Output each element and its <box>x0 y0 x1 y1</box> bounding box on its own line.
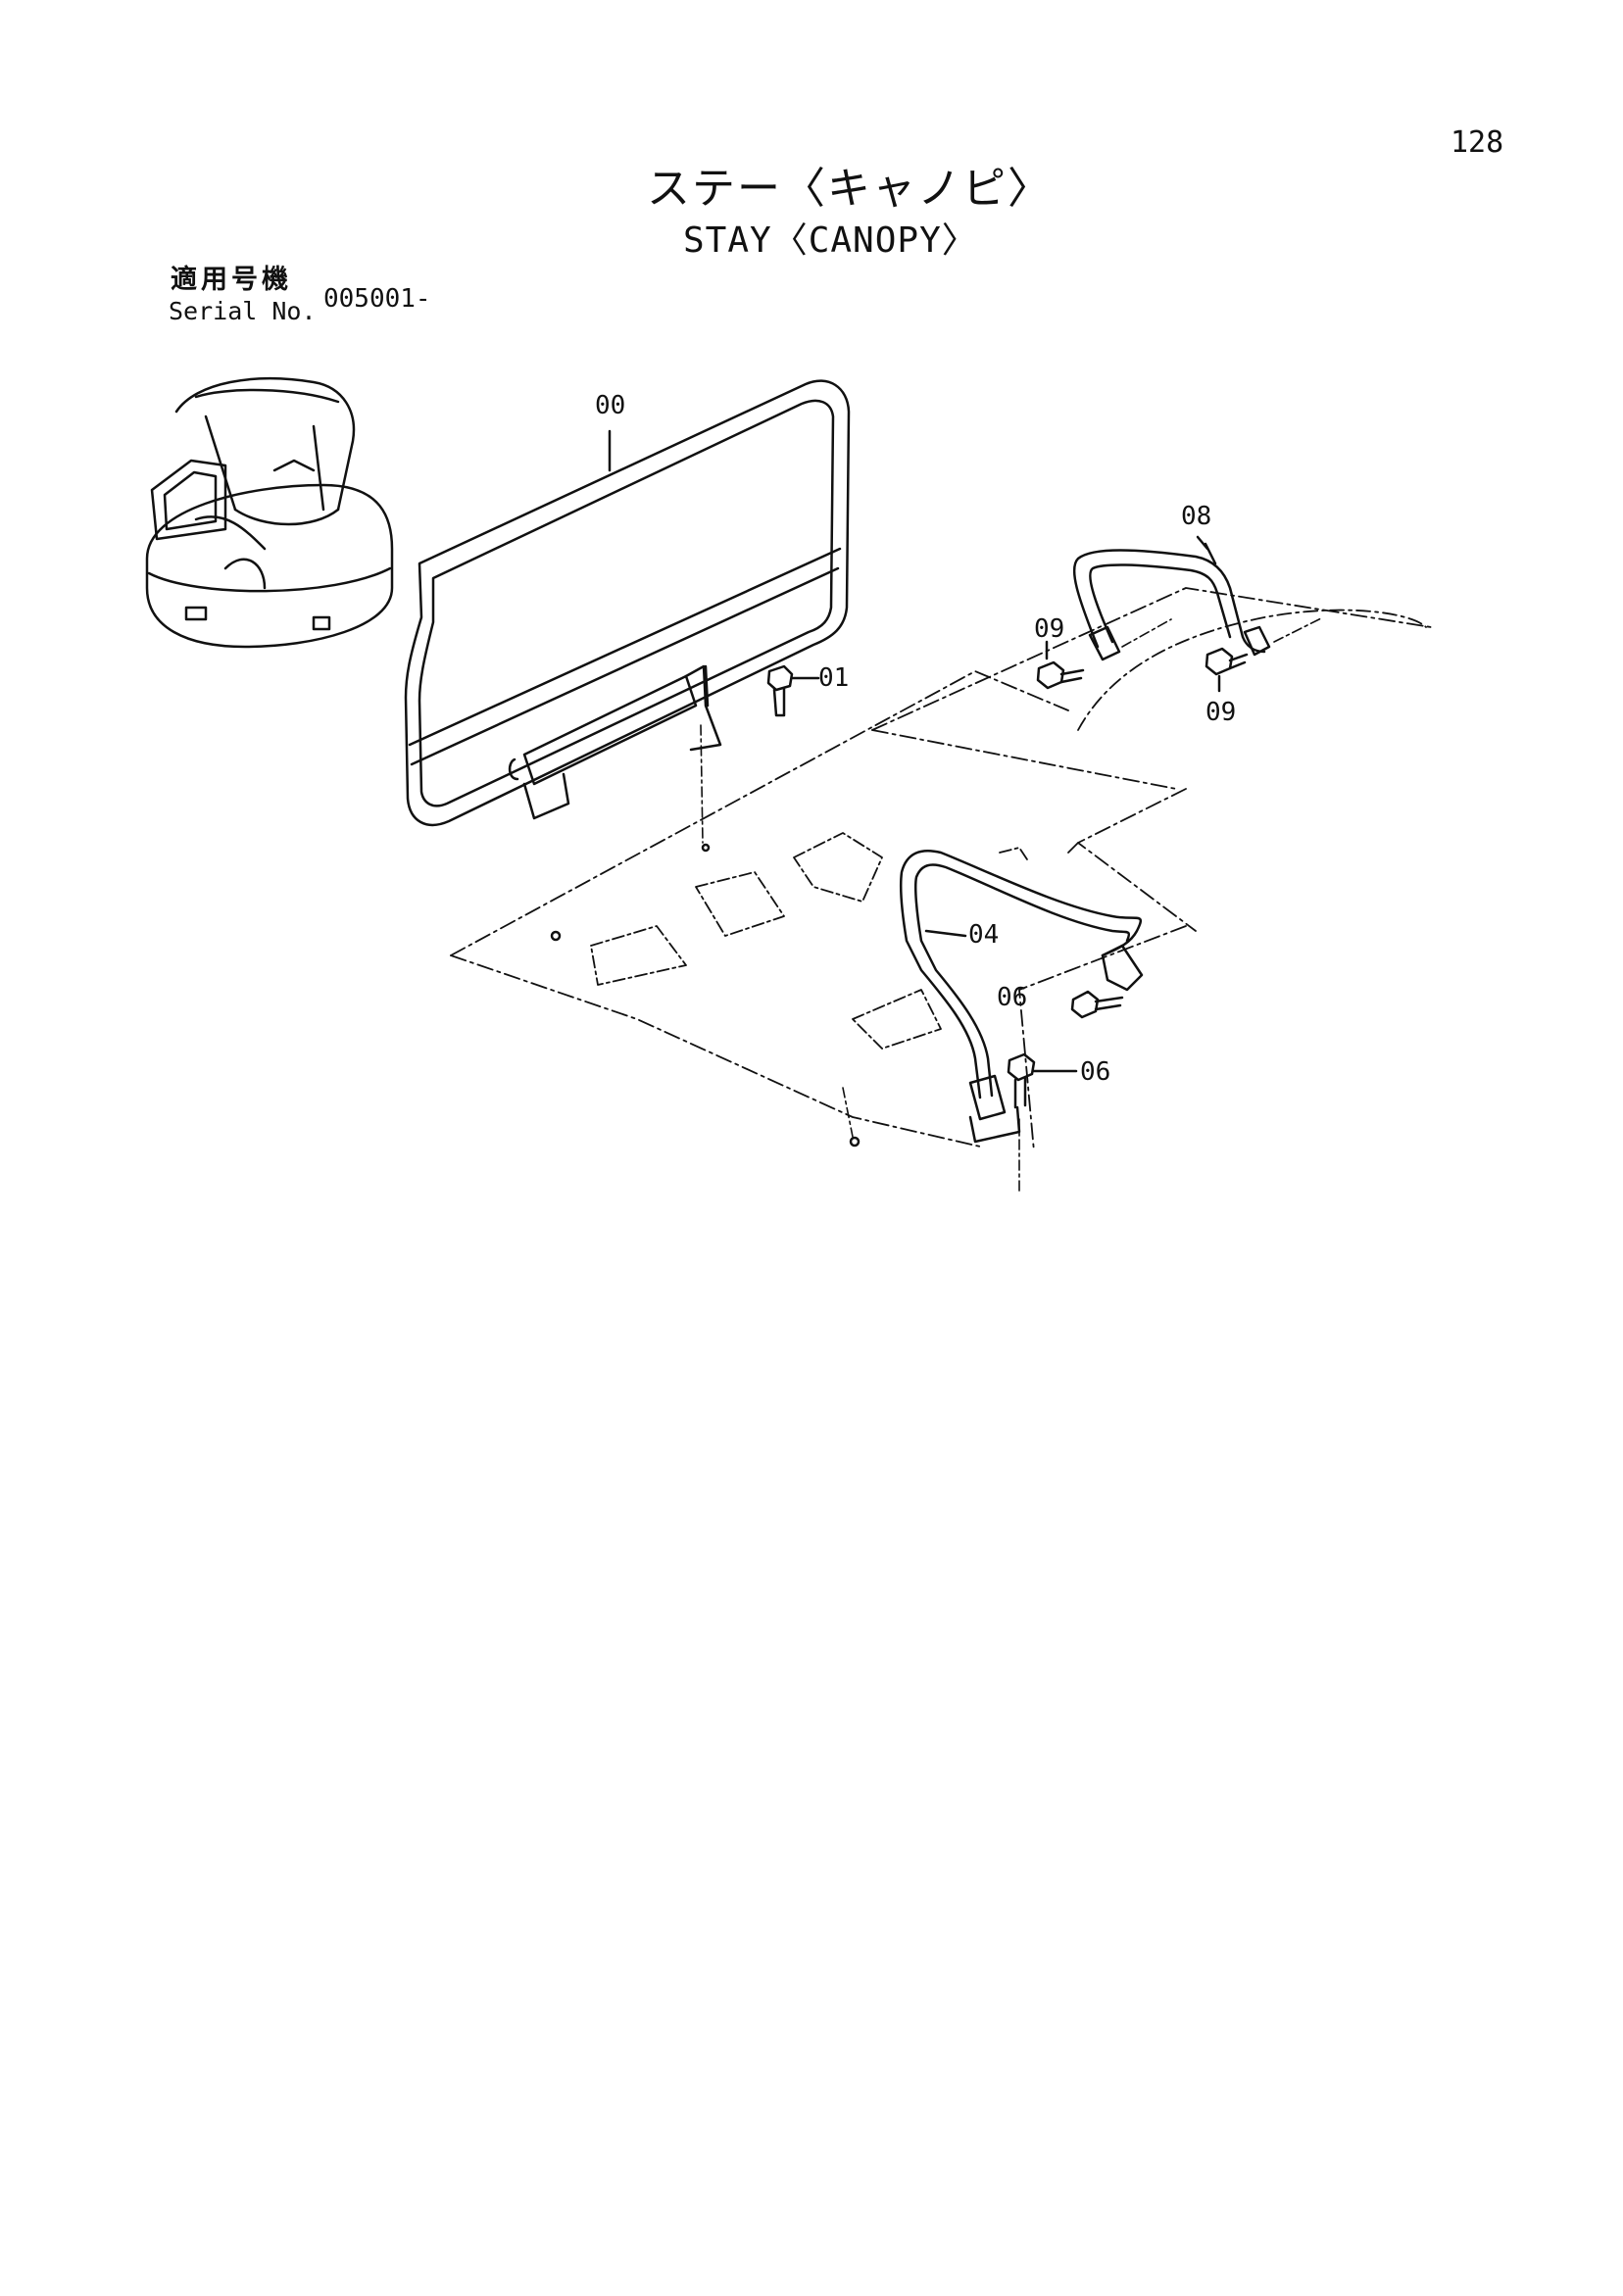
bolt-06-upper <box>1070 990 1124 1019</box>
callout-08: 08 <box>1181 502 1211 531</box>
callout-01: 01 <box>818 663 849 693</box>
callout-00: 00 <box>595 391 625 420</box>
bolt-06-lower <box>1007 1052 1036 1109</box>
callout-06-lower: 06 <box>1080 1057 1110 1087</box>
callout-06-upper: 06 <box>997 983 1027 1012</box>
callout-09-right: 09 <box>1205 698 1236 727</box>
callout-04: 04 <box>968 920 999 950</box>
serial-label-japanese: 適用号機 <box>171 265 292 295</box>
bolt-09-left <box>1036 660 1085 690</box>
handrail-08 <box>1072 549 1271 661</box>
callout-09-left: 09 <box>1034 614 1064 644</box>
title-japanese: ステー〈キャノピ〉 <box>647 164 1053 214</box>
canopy-stay-frame <box>404 379 851 827</box>
serial-range: 005001- <box>323 284 431 314</box>
page-number: 128 <box>1451 125 1504 160</box>
machine-thumbnail <box>145 377 394 649</box>
floor-outline <box>450 587 1432 1152</box>
serial-label-english: Serial No. <box>169 297 317 325</box>
handrail-04 <box>899 849 1144 1144</box>
title-english: STAY〈CANOPY〉 <box>683 220 978 261</box>
bolt-09-right <box>1205 647 1249 676</box>
bolt-01 <box>766 664 794 717</box>
